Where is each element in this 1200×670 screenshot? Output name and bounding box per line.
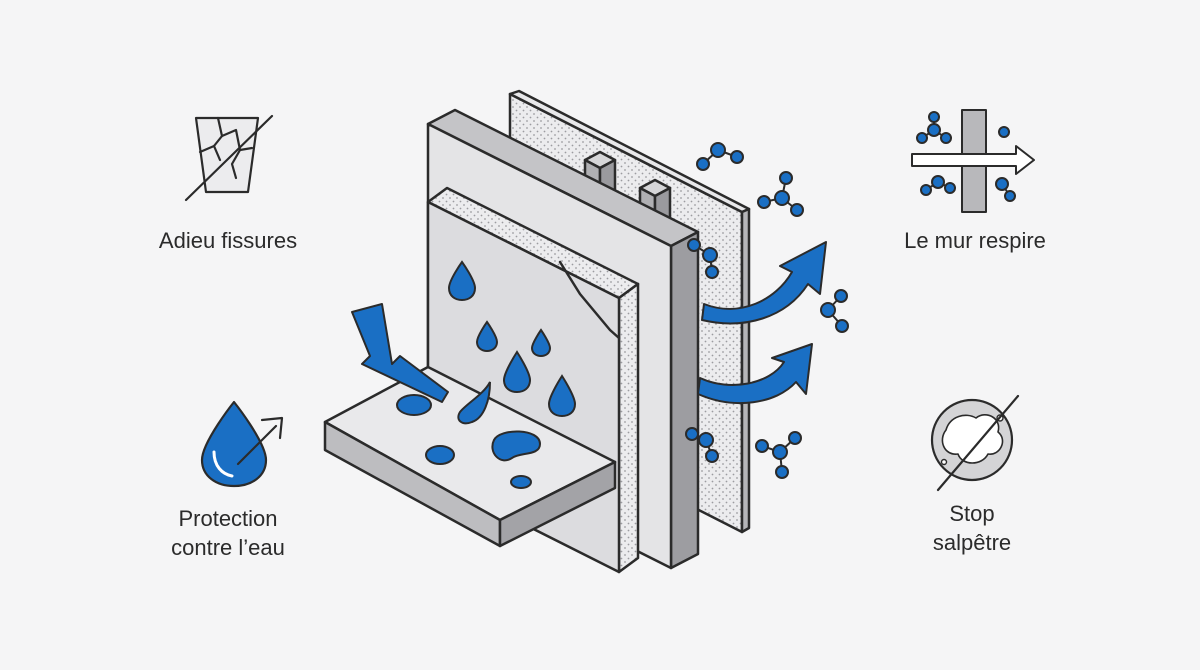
benefit-label-line: Adieu fissures xyxy=(158,228,298,253)
benefit-label-water: Protection contre l’eau xyxy=(118,504,338,562)
water-drops-on-wall xyxy=(447,260,577,425)
molecule-3 xyxy=(687,238,719,279)
water-beads-on-slab xyxy=(396,394,542,489)
benefit-label-line: salpêtre xyxy=(932,530,1012,555)
benefit-label-line: Le mur respire xyxy=(904,228,1046,253)
molecule-1 xyxy=(696,142,744,171)
benefit-label-cracks: Adieu fissures xyxy=(118,226,338,255)
benefit-label-breath: Le mur respire xyxy=(860,226,1090,255)
cracked-glass-crossed-icon xyxy=(184,114,274,202)
molecule-2 xyxy=(757,171,804,217)
benefit-label-salt: Stop salpêtre xyxy=(862,499,1082,557)
vapor-through-wall-icon xyxy=(911,109,1035,213)
vapor-arrow-upper xyxy=(701,241,827,325)
molecule-4 xyxy=(820,289,849,333)
saltpeter-stain-crossed-icon xyxy=(930,394,1020,492)
benefit-label-line: Protection xyxy=(178,506,278,531)
vapor-arrow-lower xyxy=(697,343,813,405)
benefit-label-line: Stop xyxy=(949,501,995,526)
molecule-5 xyxy=(685,427,719,463)
benefit-label-line: contre l’eau xyxy=(171,535,285,560)
water-repel-arrow xyxy=(351,303,449,403)
vapor-molecules xyxy=(685,142,849,479)
molecule-6 xyxy=(755,431,802,479)
water-drop-repel-icon xyxy=(200,400,284,488)
